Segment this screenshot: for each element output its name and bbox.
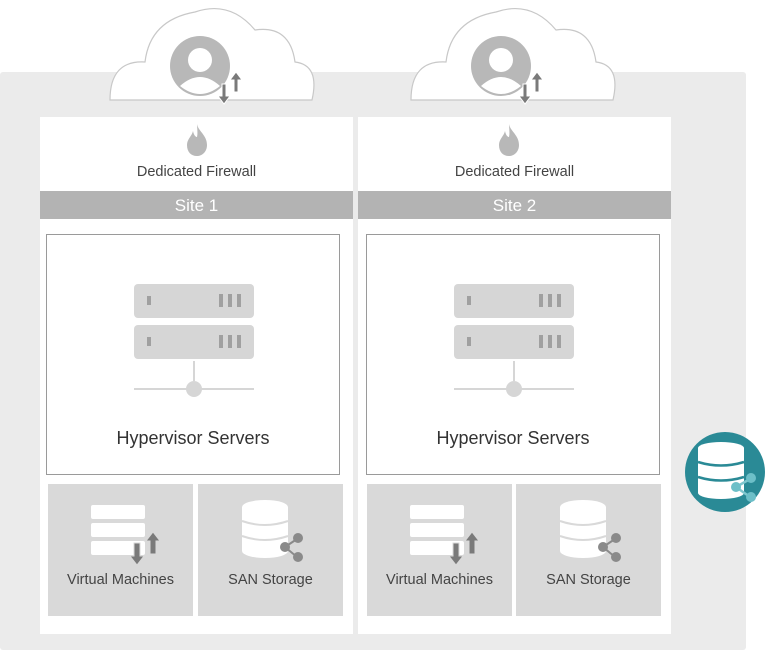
- flame-icon: [499, 124, 519, 156]
- server-rack-icon: [134, 284, 254, 397]
- hypervisor-servers-box: Hypervisor Servers: [46, 234, 340, 475]
- cloud-user-icon: [109, 8, 315, 105]
- san-label: SAN Storage: [228, 572, 313, 588]
- firewall-label: Dedicated Firewall: [454, 164, 575, 180]
- virtual-machines-tile: Virtual Machines: [367, 484, 512, 616]
- virtual-machines-tile: Virtual Machines: [48, 484, 193, 616]
- database-sync-icon: [685, 432, 765, 512]
- site-1-card: Dedicated Firewall Site 1 Hypervisor Ser…: [40, 117, 353, 634]
- vm-label: Virtual Machines: [386, 572, 493, 588]
- san-label: SAN Storage: [546, 572, 631, 588]
- site-label: Site 2: [358, 191, 671, 219]
- flame-icon: [187, 124, 207, 156]
- firewall-label: Dedicated Firewall: [136, 164, 257, 180]
- san-storage-tile: SAN Storage: [198, 484, 343, 616]
- hypervisor-label: Hypervisor Servers: [436, 428, 590, 448]
- database-share-icon: [241, 500, 303, 562]
- virtual-machines-icon: [91, 505, 162, 566]
- vm-label: Virtual Machines: [67, 572, 174, 588]
- hypervisor-label: Hypervisor Servers: [116, 428, 270, 448]
- hypervisor-servers-box: Hypervisor Servers: [366, 234, 660, 475]
- cloud-user-icon: [410, 8, 616, 105]
- site-label: Site 1: [40, 191, 353, 219]
- server-rack-icon: [454, 284, 574, 397]
- san-storage-tile: SAN Storage: [516, 484, 661, 616]
- virtual-machines-icon: [410, 505, 481, 566]
- site-2-card: Dedicated Firewall Site 2 Hypervisor Ser…: [358, 117, 671, 634]
- database-share-icon: [559, 500, 621, 562]
